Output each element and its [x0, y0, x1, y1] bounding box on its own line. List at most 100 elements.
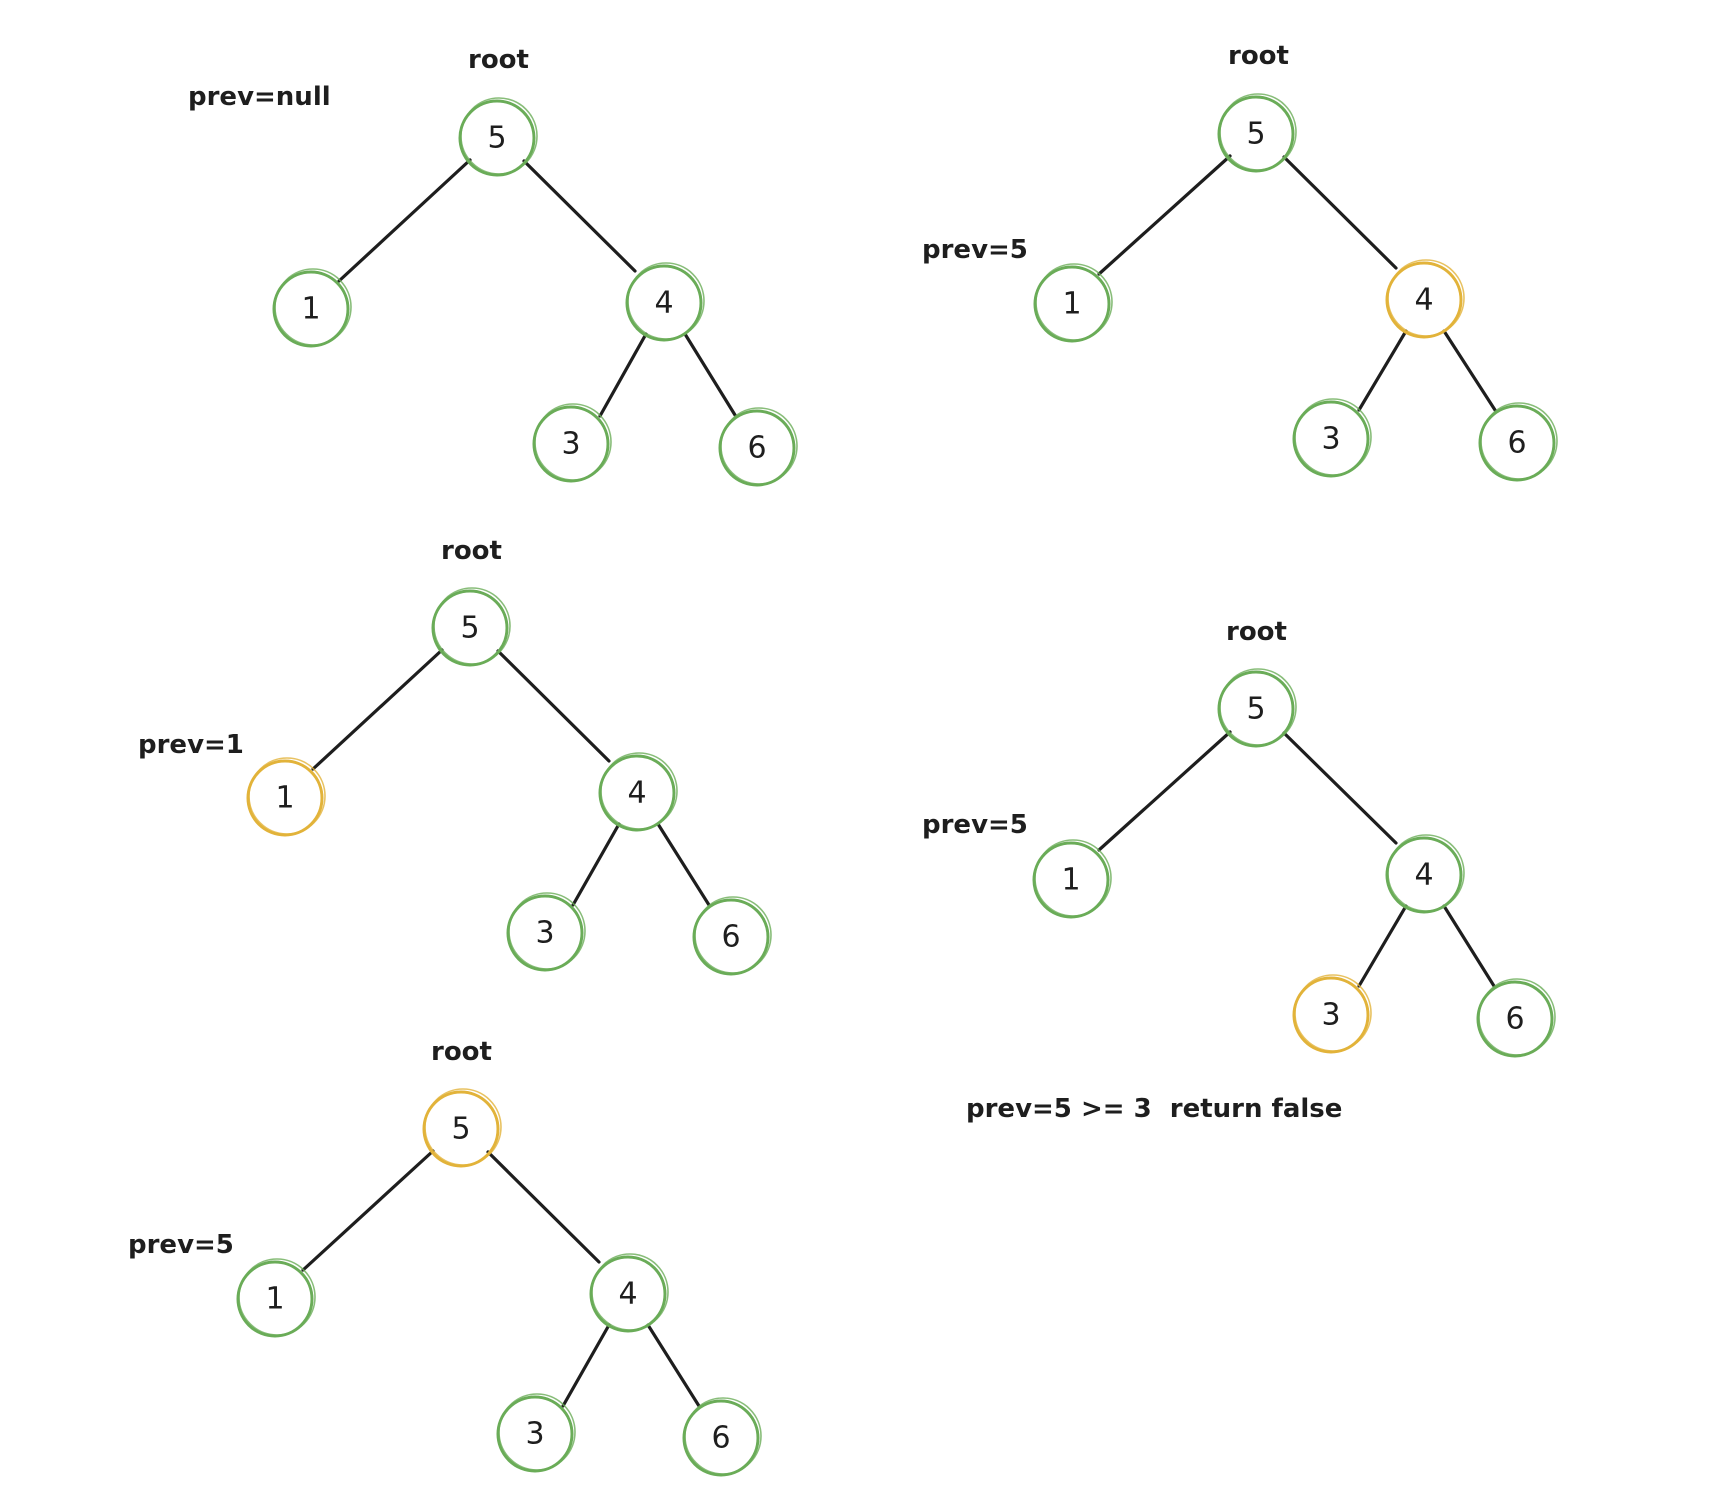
root-label: root [441, 536, 502, 566]
node-circle-sketch [600, 752, 678, 830]
node-value: 5 [460, 611, 479, 646]
edge-5-1 [311, 648, 444, 771]
node-circle [1292, 400, 1370, 478]
root-label: root [431, 1037, 492, 1067]
conclusion-note: prev=5 >= 3 return false [966, 1094, 1342, 1124]
node-value: 4 [654, 286, 673, 321]
tree-node: 5 [431, 587, 511, 667]
tree-node: 1 [236, 1258, 316, 1338]
node-circle-sketch [274, 268, 352, 346]
node-circle-sketch [248, 757, 326, 835]
node-circle-sketch [508, 892, 586, 970]
node-circle [1033, 265, 1111, 343]
node-circle [1385, 261, 1463, 339]
node-circle-sketch [534, 403, 612, 481]
node-circle [246, 759, 324, 837]
edge-4-6 [1442, 329, 1497, 412]
node-circle [1478, 404, 1556, 482]
node-value: 1 [275, 781, 294, 816]
node-value: 5 [487, 121, 506, 156]
root-label: root [1228, 41, 1289, 71]
node-circle-sketch [1478, 978, 1556, 1056]
edge-5-4 [1282, 731, 1398, 845]
tree-panel-1: root prev=null 5 1 4 3 6 [188, 45, 798, 487]
node-circle [1217, 670, 1295, 748]
edge-5-1 [337, 158, 472, 283]
node-circle-sketch [1387, 834, 1465, 912]
edge-5-1 [1097, 730, 1232, 852]
tree-node: 4 [625, 262, 705, 342]
tree-node: 6 [1476, 978, 1556, 1058]
tree-node: 4 [589, 1253, 669, 1333]
node-value: 4 [618, 1277, 637, 1312]
edge-4-3 [1357, 329, 1408, 412]
tree-node: 4 [598, 752, 678, 832]
node-value: 1 [265, 1282, 284, 1317]
node-circle-sketch [720, 407, 798, 485]
node-value: 5 [1246, 117, 1265, 152]
tree-node-current: 3 [1292, 974, 1372, 1054]
node-circle [236, 1260, 314, 1338]
node-value: 5 [451, 1112, 470, 1147]
node-circle [272, 270, 350, 348]
prev-label: prev=5 [922, 810, 1028, 840]
node-circle-sketch [627, 262, 705, 340]
node-value: 1 [1062, 287, 1081, 322]
node-circle [496, 1395, 574, 1473]
node-circle-sketch [238, 1258, 316, 1336]
node-circle-sketch [1034, 839, 1112, 917]
edge-5-1 [301, 1149, 435, 1272]
tree-node: 5 [458, 97, 538, 177]
tree-node: 1 [272, 268, 352, 348]
edge-4-3 [598, 332, 648, 418]
node-circle-sketch [684, 1397, 762, 1475]
tree-node: 6 [1478, 402, 1558, 482]
edge-4-6 [1442, 904, 1496, 988]
node-circle-sketch [1294, 398, 1372, 476]
node-circle-sketch [694, 896, 772, 974]
tree-node: 5 [1217, 93, 1297, 173]
node-circle-sketch [460, 97, 538, 175]
node-value: 3 [561, 427, 580, 462]
node-value: 6 [1507, 426, 1526, 461]
node-circle [1032, 841, 1110, 919]
node-value: 6 [721, 920, 740, 955]
prev-label: prev=1 [138, 730, 244, 760]
tree-node-current: 5 [422, 1088, 502, 1168]
node-value: 1 [1061, 863, 1080, 898]
node-circle [692, 898, 770, 976]
node-value: 6 [1505, 1002, 1524, 1037]
tree-node: 6 [692, 896, 772, 976]
node-circle-sketch [1387, 259, 1465, 337]
tree-node: 1 [1032, 839, 1112, 919]
node-circle [589, 1255, 667, 1333]
node-value: 4 [1414, 858, 1433, 893]
node-value: 5 [1246, 692, 1265, 727]
tree-node: 3 [496, 1393, 576, 1473]
node-circle [718, 409, 796, 487]
edge-5-4 [1282, 155, 1398, 270]
node-circle [422, 1090, 500, 1168]
node-circle [431, 589, 509, 667]
tree-node: 6 [682, 1397, 762, 1477]
node-value: 6 [747, 431, 766, 466]
tree-node: 1 [1033, 263, 1113, 343]
prev-label: prev=5 [128, 1230, 234, 1260]
node-circle [682, 1399, 760, 1477]
node-circle [506, 894, 584, 972]
node-circle [598, 754, 676, 832]
edge-4-6 [646, 1323, 701, 1408]
tree-node: 3 [1292, 398, 1372, 478]
edge-4-3 [561, 1323, 611, 1408]
node-circle-sketch [1219, 668, 1297, 746]
node-circle [1292, 976, 1370, 1054]
edge-4-6 [683, 332, 737, 417]
node-value: 6 [711, 1421, 730, 1456]
tree-node-current: 4 [1385, 259, 1465, 339]
node-value: 3 [1321, 422, 1340, 457]
edge-4-3 [571, 822, 621, 907]
edge-5-4 [522, 159, 637, 273]
tree-panel-2: root prev=5 5 1 4 3 6 [922, 41, 1558, 482]
root-label: root [1226, 617, 1287, 647]
